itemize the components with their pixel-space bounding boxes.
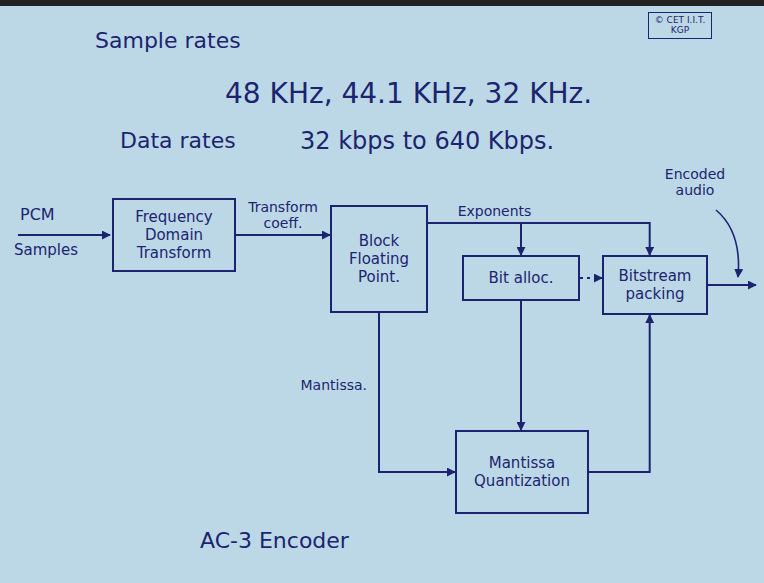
connector-arrow xyxy=(589,315,650,472)
process-box: Mantissa Quantization xyxy=(455,430,589,514)
connector-arrow xyxy=(236,234,330,236)
connector-arrow xyxy=(428,223,650,255)
connector-arrow xyxy=(520,301,522,430)
process-box: Bit alloc. xyxy=(462,255,580,301)
edge-label: Transform coeff. xyxy=(239,199,327,231)
process-box: Frequency Domain Transform xyxy=(112,198,236,272)
note-text: Encoded audio xyxy=(660,166,730,198)
note-text: 48 KHz, 44.1 KHz, 32 KHz. xyxy=(225,78,592,110)
watermark: © CET I.I.T. KGP xyxy=(648,12,712,39)
note-text: 32 kbps to 640 Kbps. xyxy=(300,128,554,156)
box-label: Block Floating Point. xyxy=(340,232,418,286)
connector-arrow xyxy=(379,313,455,472)
note-text: Sample rates xyxy=(95,28,241,53)
box-label: Bit alloc. xyxy=(489,269,554,287)
top-band xyxy=(0,0,764,6)
caption: AC-3 Encoder xyxy=(200,528,349,553)
process-box: Bitstream packing xyxy=(602,255,708,315)
box-label: Mantissa Quantization xyxy=(465,454,579,490)
note-text: Data rates xyxy=(120,128,236,153)
input-arrow xyxy=(18,234,110,236)
process-box: Block Floating Point. xyxy=(330,205,428,313)
edge-label: Mantissa. xyxy=(298,377,369,393)
output-arrow xyxy=(708,284,756,286)
box-label: Bitstream packing xyxy=(612,267,698,303)
leader-line xyxy=(716,210,739,277)
connector-arrow xyxy=(580,277,602,279)
edge-label: Exponents xyxy=(456,203,534,219)
box-label: Frequency Domain Transform xyxy=(122,208,226,262)
note-text: Samples xyxy=(14,242,78,259)
connector-arrow xyxy=(428,223,521,255)
note-text: PCM xyxy=(20,206,55,224)
